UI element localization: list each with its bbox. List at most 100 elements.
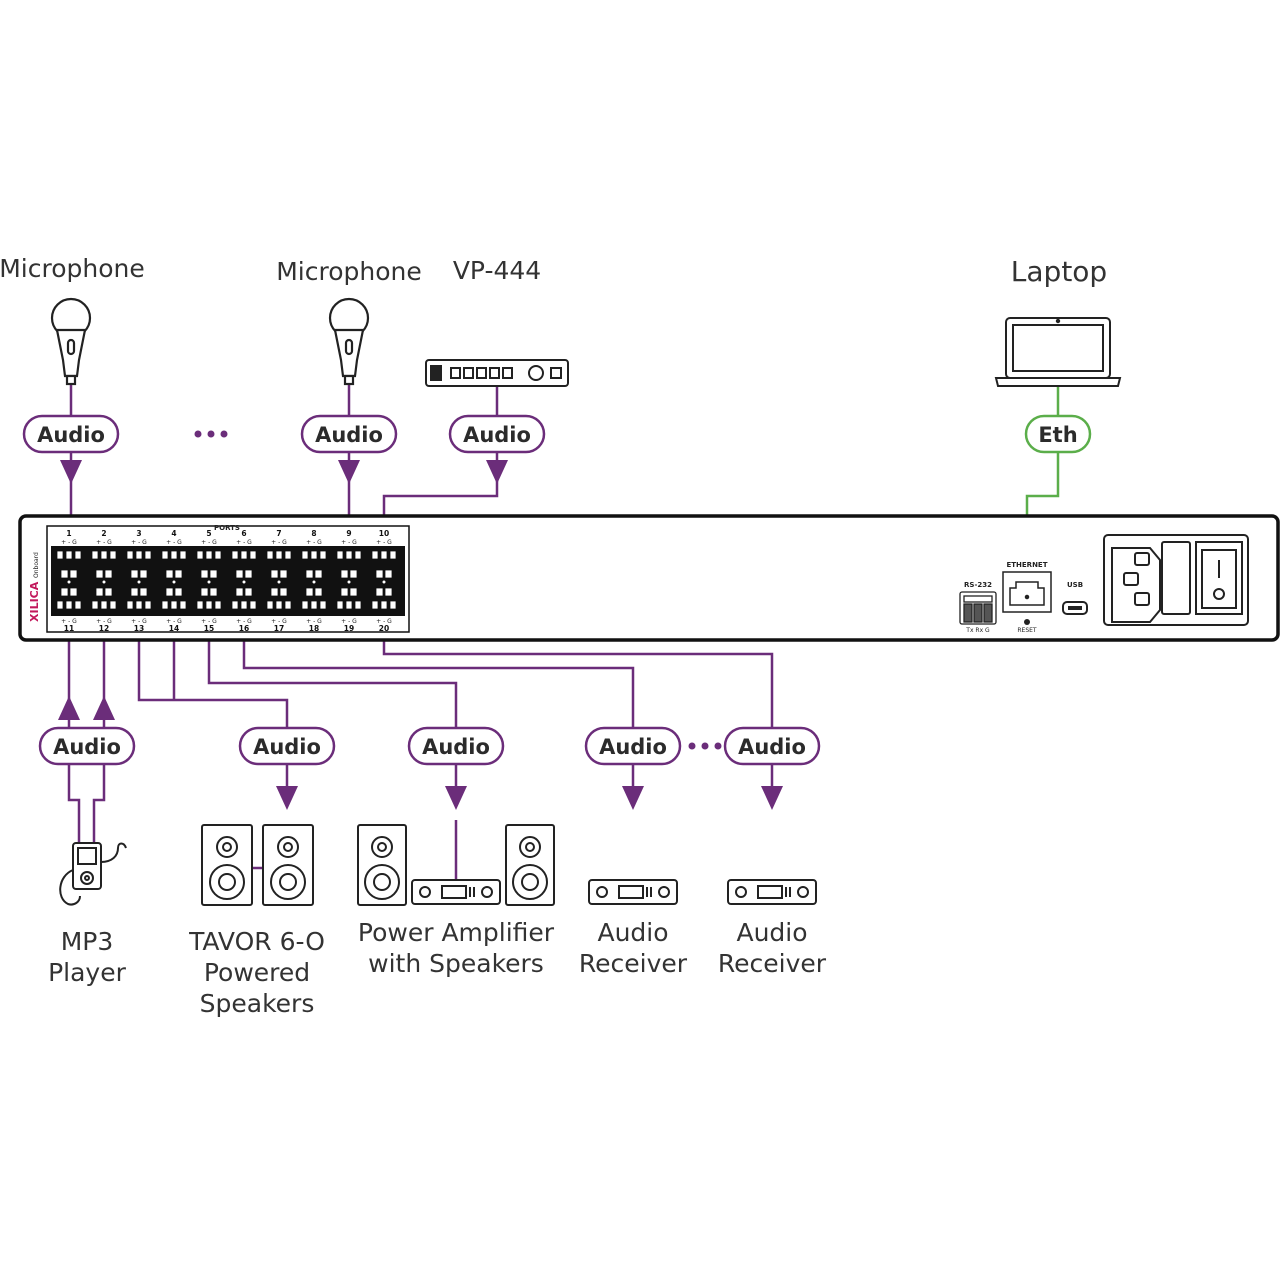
port-number-top: 4 (171, 529, 176, 538)
ethernet-port (1002, 571, 1052, 613)
arrow-up-mp3-left (58, 696, 80, 720)
xilica-device-panel: XILICA Onboard PORTS 1+ - G2+ - G3+ - G4… (18, 514, 1280, 642)
svg-text:Audio: Audio (463, 423, 531, 447)
speaker-icon (201, 824, 253, 906)
ellipsis-icon (194, 430, 228, 438)
port-number-bottom: 18 (309, 624, 319, 633)
pin-labels-bottom: + - G (236, 618, 252, 625)
pin-labels-top: + - G (341, 539, 357, 546)
port-top-labels: 1+ - G2+ - G3+ - G4+ - G5+ - G6+ - G7+ -… (61, 529, 392, 546)
speaker-icon (505, 824, 555, 906)
pin-labels-bottom: + - G (376, 618, 392, 625)
pin-labels-bottom: + - G (131, 618, 147, 625)
pin-labels-bottom: + - G (306, 618, 322, 625)
audio-pill-amp: Audio (407, 726, 505, 766)
audio-receiver-icon (727, 879, 817, 905)
port-number-top: 9 (346, 529, 351, 538)
pin-labels-top: + - G (306, 539, 322, 546)
amplifier-icon (411, 879, 501, 905)
pin-labels-bottom: + - G (201, 618, 217, 625)
arrowheads (58, 460, 783, 810)
port-bottom-labels: 11+ - G12+ - G13+ - G14+ - G15+ - G16+ -… (61, 618, 392, 633)
mic2-label: Microphone (276, 257, 422, 286)
ellipsis-icon (688, 742, 722, 750)
pin-labels-bottom: + - G (166, 618, 182, 625)
port-number-top: 3 (136, 529, 141, 538)
pin-labels-top: + - G (131, 539, 147, 546)
port-number-bottom: 14 (169, 624, 179, 633)
svg-text:Audio: Audio (53, 735, 121, 759)
audio-pill-mic1: Audio (22, 414, 120, 454)
terminal-block (91, 550, 117, 610)
brand-logo: XILICA (28, 581, 41, 622)
pin-labels-top: + - G (376, 539, 392, 546)
vp444-device-icon (425, 359, 569, 387)
audio-pill-receiver1: Audio (584, 726, 682, 766)
audio-receiver-icon (588, 879, 678, 905)
arrow-down-receiver1 (622, 786, 644, 810)
arrow-down-receiver2 (761, 786, 783, 810)
ports-title: PORTS (214, 524, 240, 532)
mic1-label: Microphone (0, 254, 145, 283)
tavor-label-line1: TAVOR 6-O (188, 927, 325, 956)
arrow-down-port1 (60, 460, 82, 484)
rs232-connector (959, 591, 997, 625)
receiver2-label-line2: Receiver (718, 949, 827, 978)
laptop-label: Laptop (1011, 255, 1107, 288)
audio-pill-vp444: Audio (448, 414, 546, 454)
speaker-icon (262, 824, 314, 906)
rs232-pins: Tx Rx G (965, 627, 990, 634)
pin-labels-top: + - G (166, 539, 182, 546)
port-number-bottom: 19 (344, 624, 354, 633)
audio-pill-mp3: Audio (38, 726, 136, 766)
tavor-label-line3: Speakers (200, 989, 315, 1018)
reset-button[interactable] (1024, 619, 1030, 625)
port-number-top: 1 (66, 529, 71, 538)
power-switch[interactable] (1195, 541, 1243, 615)
speaker-icon (357, 824, 407, 906)
terminal-block (196, 550, 222, 610)
svg-text:Audio: Audio (738, 735, 806, 759)
pin-labels-top: + - G (201, 539, 217, 546)
terminal-block (231, 550, 257, 610)
pin-labels-bottom: + - G (271, 618, 287, 625)
arrow-down-amp (445, 786, 467, 810)
arrow-down-port10 (486, 460, 508, 484)
audio-pill-tavor: Audio (238, 726, 336, 766)
port-number-bottom: 13 (134, 624, 144, 633)
receiver1-label-line1: Audio (597, 918, 668, 947)
ethernet-label: ETHERNET (1006, 561, 1047, 569)
mp3-label-line2: Player (48, 958, 127, 987)
port-number-bottom: 15 (204, 624, 214, 633)
arrow-down-tavor (276, 786, 298, 810)
port-number-top: 5 (206, 529, 211, 538)
svg-text:Audio: Audio (315, 423, 383, 447)
svg-text:Audio: Audio (422, 735, 490, 759)
tavor-label-line2: Powered (204, 958, 310, 987)
audio-pill-mic2: Audio (300, 414, 398, 454)
receiver1-label-line2: Receiver (579, 949, 688, 978)
port-number-top: 2 (101, 529, 106, 538)
microphone-icon (328, 297, 370, 386)
mp3-label-line1: MP3 (61, 927, 114, 956)
pin-labels-bottom: + - G (61, 618, 77, 625)
terminal-block (126, 550, 152, 610)
pin-labels-top: + - G (236, 539, 252, 546)
receiver2-label-line1: Audio (736, 918, 807, 947)
arrow-down-port9 (338, 460, 360, 484)
svg-text:Eth: Eth (1038, 423, 1077, 447)
port-number-bottom: 20 (379, 624, 389, 633)
terminal-block (301, 550, 327, 610)
terminal-block (161, 550, 187, 610)
port-number-top: 6 (241, 529, 246, 538)
port-number-bottom: 16 (239, 624, 249, 633)
svg-text:Audio: Audio (37, 423, 105, 447)
terminal-block (266, 550, 292, 610)
amp-label-line1: Power Amplifier (358, 918, 555, 947)
mp3-player-icon (59, 842, 127, 906)
pin-labels-bottom: + - G (341, 618, 357, 625)
pin-labels-top: + - G (96, 539, 112, 546)
port-number-top: 7 (276, 529, 281, 538)
port-number-top: 8 (311, 529, 316, 538)
